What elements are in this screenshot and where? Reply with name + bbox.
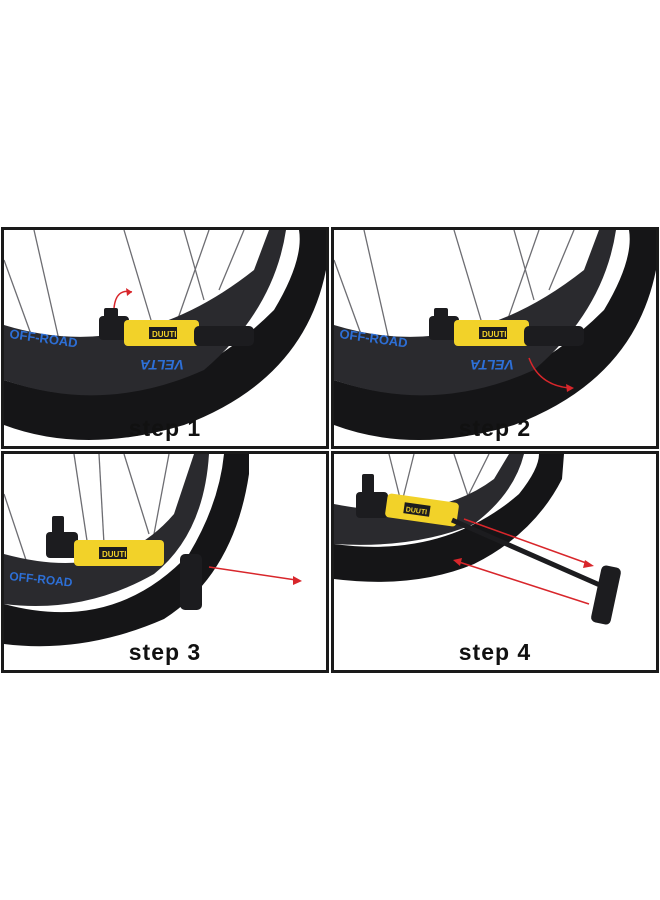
- step-4-illustration: DUUTI: [334, 454, 621, 625]
- tire-sidewall-text: OFF-ROAD: [9, 569, 74, 590]
- wheel-spokes: [4, 454, 170, 585]
- pump: DUUTI: [356, 474, 621, 625]
- rim: [4, 454, 209, 606]
- step-3-illustration: OFF-ROAD DUUTI: [4, 454, 302, 647]
- arrow: [458, 561, 590, 605]
- tire: [4, 230, 326, 440]
- step-2-panel: OFF-ROAD VELTA DUUTI step 2: [331, 227, 659, 449]
- pump-brand-label: DUUTI: [152, 330, 176, 339]
- pump: DUUTI: [99, 308, 254, 346]
- step-4-panel: DUUTI step 4: [331, 451, 659, 673]
- step-1-panel: OFF-ROAD VELTA DUUTI step 1: [1, 227, 329, 449]
- arrow: [463, 518, 590, 565]
- step-1-caption: step 1: [128, 415, 202, 441]
- arrow: [208, 566, 297, 581]
- pump: DUUTI: [46, 516, 202, 610]
- pump: DUUTI: [429, 308, 584, 346]
- tire-brand-text: VELTA: [140, 357, 184, 373]
- rim: [4, 230, 286, 396]
- step-3-panel: OFF-ROAD DUUTI step 3: [1, 451, 329, 673]
- step-4-caption: step 4: [458, 639, 532, 665]
- step-2-caption: step 2: [458, 415, 532, 441]
- step-3-caption: step 3: [128, 639, 202, 665]
- pump-brand-label: DUUTI: [405, 506, 427, 516]
- tire: [334, 454, 564, 582]
- instruction-grid: OFF-ROAD VELTA DUUTI step 1: [0, 227, 660, 674]
- pump-brand-label: DUUTI: [102, 550, 126, 559]
- tire-brand-text: VELTA: [470, 357, 514, 373]
- step-2-illustration: OFF-ROAD VELTA DUUTI: [334, 230, 656, 440]
- pump-brand-label: DUUTI: [482, 330, 506, 339]
- rim: [334, 230, 616, 396]
- arrow: [528, 357, 570, 389]
- tire: [334, 230, 656, 440]
- step-1-illustration: OFF-ROAD VELTA DUUTI: [4, 230, 326, 440]
- rim: [334, 454, 524, 545]
